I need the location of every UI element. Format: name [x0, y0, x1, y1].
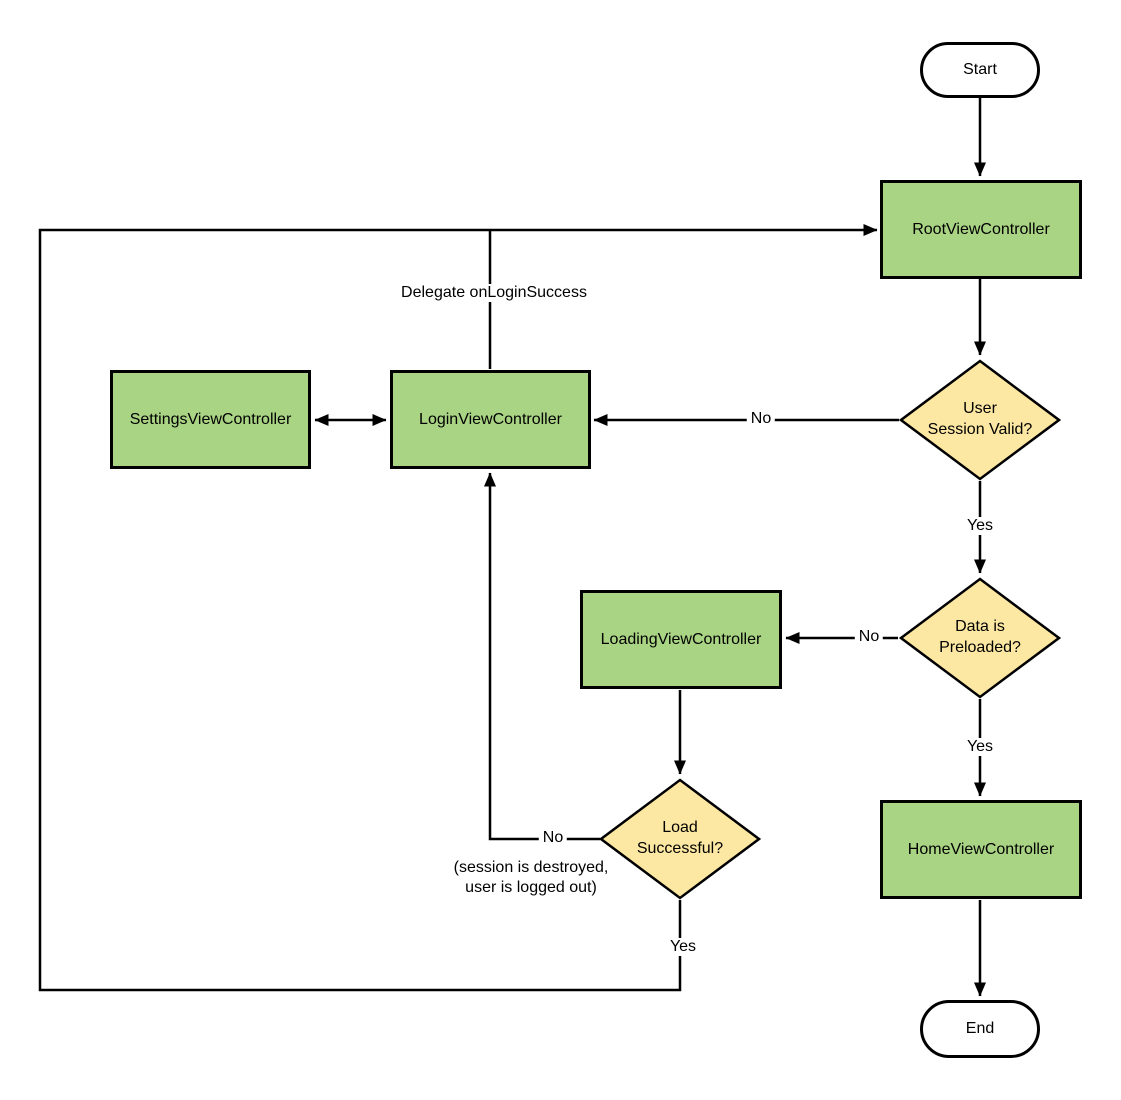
- login-view-controller-node: LoginViewController: [390, 370, 591, 469]
- start-node-label: Start: [963, 61, 997, 78]
- delegate-on-login-success-label: Delegate onLoginSuccess: [397, 284, 591, 302]
- settings-view-controller-label: SettingsViewController: [129, 410, 292, 428]
- preloaded-yes-label: Yes: [962, 738, 998, 756]
- root-view-controller-label: RootViewController: [912, 220, 1050, 238]
- load-successful-yes-label: Yes: [665, 938, 701, 956]
- settings-view-controller-node: SettingsViewController: [110, 370, 311, 469]
- diamond-shape: [599, 778, 761, 900]
- end-node-label: End: [965, 1020, 995, 1037]
- session-destroyed-note: (session is destroyed, user is logged ou…: [449, 858, 613, 898]
- data-is-preloaded-label: Data is Preloaded?: [939, 618, 1021, 656]
- end-node: End: [920, 1000, 1040, 1058]
- home-view-controller-label: HomeViewController: [907, 840, 1055, 858]
- loading-view-controller-label: LoadingViewController: [600, 630, 762, 648]
- start-node: Start: [920, 42, 1040, 98]
- loading-view-controller-node: LoadingViewController: [580, 590, 782, 689]
- home-view-controller-node: HomeViewController: [880, 800, 1082, 899]
- user-session-valid-label: User Session Valid?: [927, 400, 1033, 438]
- user-session-valid-decision: User Session Valid?: [899, 359, 1061, 481]
- load-successful-label: Load Successful?: [636, 819, 724, 857]
- load-successful-no-label: No: [538, 829, 568, 847]
- data-is-preloaded-decision: Data is Preloaded?: [899, 577, 1061, 699]
- session-valid-yes-label: Yes: [962, 517, 998, 535]
- diamond-shape: [899, 577, 1061, 699]
- edge-load-yes-loop-to-root: [38, 224, 878, 992]
- diamond-shape: [899, 359, 1061, 481]
- login-view-controller-label: LoginViewController: [419, 410, 562, 428]
- root-view-controller-node: RootViewController: [880, 180, 1082, 279]
- load-successful-decision: Load Successful?: [599, 778, 761, 900]
- preloaded-no-label: No: [854, 628, 884, 646]
- session-valid-no-label: No: [746, 410, 776, 428]
